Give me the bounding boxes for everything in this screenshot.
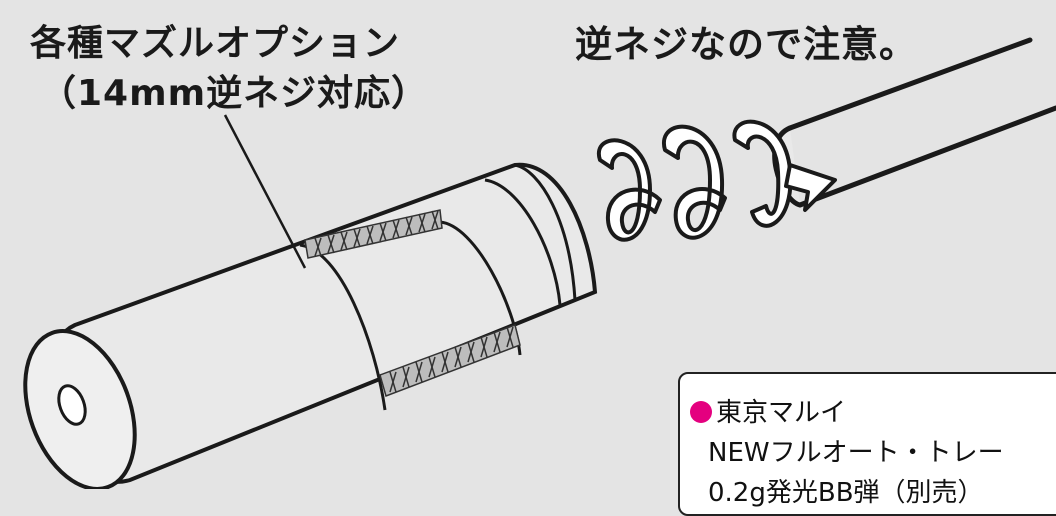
note-line-1: 東京マルイ [690,392,846,429]
muzzle-option-sublabel: （14mm逆ネジ対応） [40,73,429,114]
knurl-bottom [379,324,521,397]
muzzle-option-label: 各種マズルオプション [30,23,401,64]
note-brand: 東京マルイ [716,398,847,428]
spiral-arrow-icon [596,119,837,242]
note-line-3: 0.2g発光BB弾（別売） [708,478,984,508]
reverse-thread-label: 逆ネジなので注意。 [575,23,917,66]
muzzle-diagram [23,37,1056,489]
product-note-box: 東京マルイ NEWフルオート・トレー 0.2g発光BB弾（別売） [678,372,1056,516]
knurl-top [304,209,443,259]
knurling [304,209,521,397]
bullet-icon [690,401,712,423]
muzzle-attachment [23,162,598,489]
leader-line [223,114,307,269]
note-line-2: NEWフルオート・トレー [708,438,1004,468]
